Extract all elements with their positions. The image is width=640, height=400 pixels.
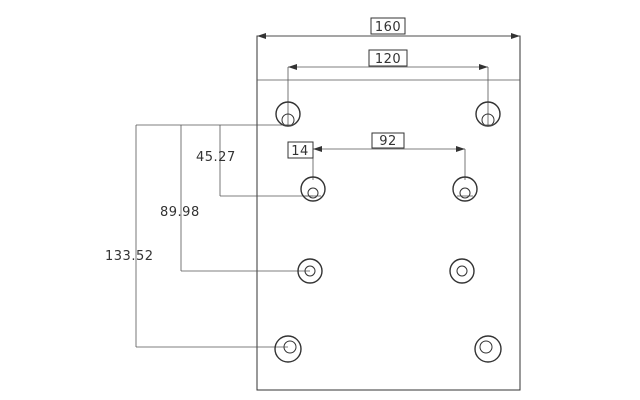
mounting-hole-icon — [474, 335, 502, 363]
dim-label-92: 92 — [379, 134, 397, 149]
mounting-hole-icon — [449, 258, 475, 284]
holes — [274, 101, 502, 363]
dim-label-89-98: 89.98 — [160, 205, 200, 220]
plate-outline — [256, 35, 521, 391]
dim-hole-span: 120 — [287, 49, 489, 125]
mounting-hole-icon — [297, 258, 323, 284]
dim-vertical-offsets: 45.27 89.98 133.52 — [105, 124, 313, 348]
dim-label-14: 14 — [291, 144, 309, 159]
dim-overall-width: 160 — [257, 17, 520, 39]
mounting-hole-icon — [452, 176, 478, 202]
dim-label-45-27: 45.27 — [196, 150, 236, 165]
dim-label-160: 160 — [375, 20, 401, 35]
mounting-hole-icon — [274, 335, 302, 363]
dim-label-120: 120 — [375, 52, 401, 67]
mounting-hole-icon — [300, 176, 326, 202]
mounting-hole-icon — [475, 101, 501, 127]
mounting-hole-icon — [275, 101, 301, 127]
dim-inner-span: 92 14 — [287, 132, 466, 180]
dim-label-133-52: 133.52 — [105, 249, 154, 264]
